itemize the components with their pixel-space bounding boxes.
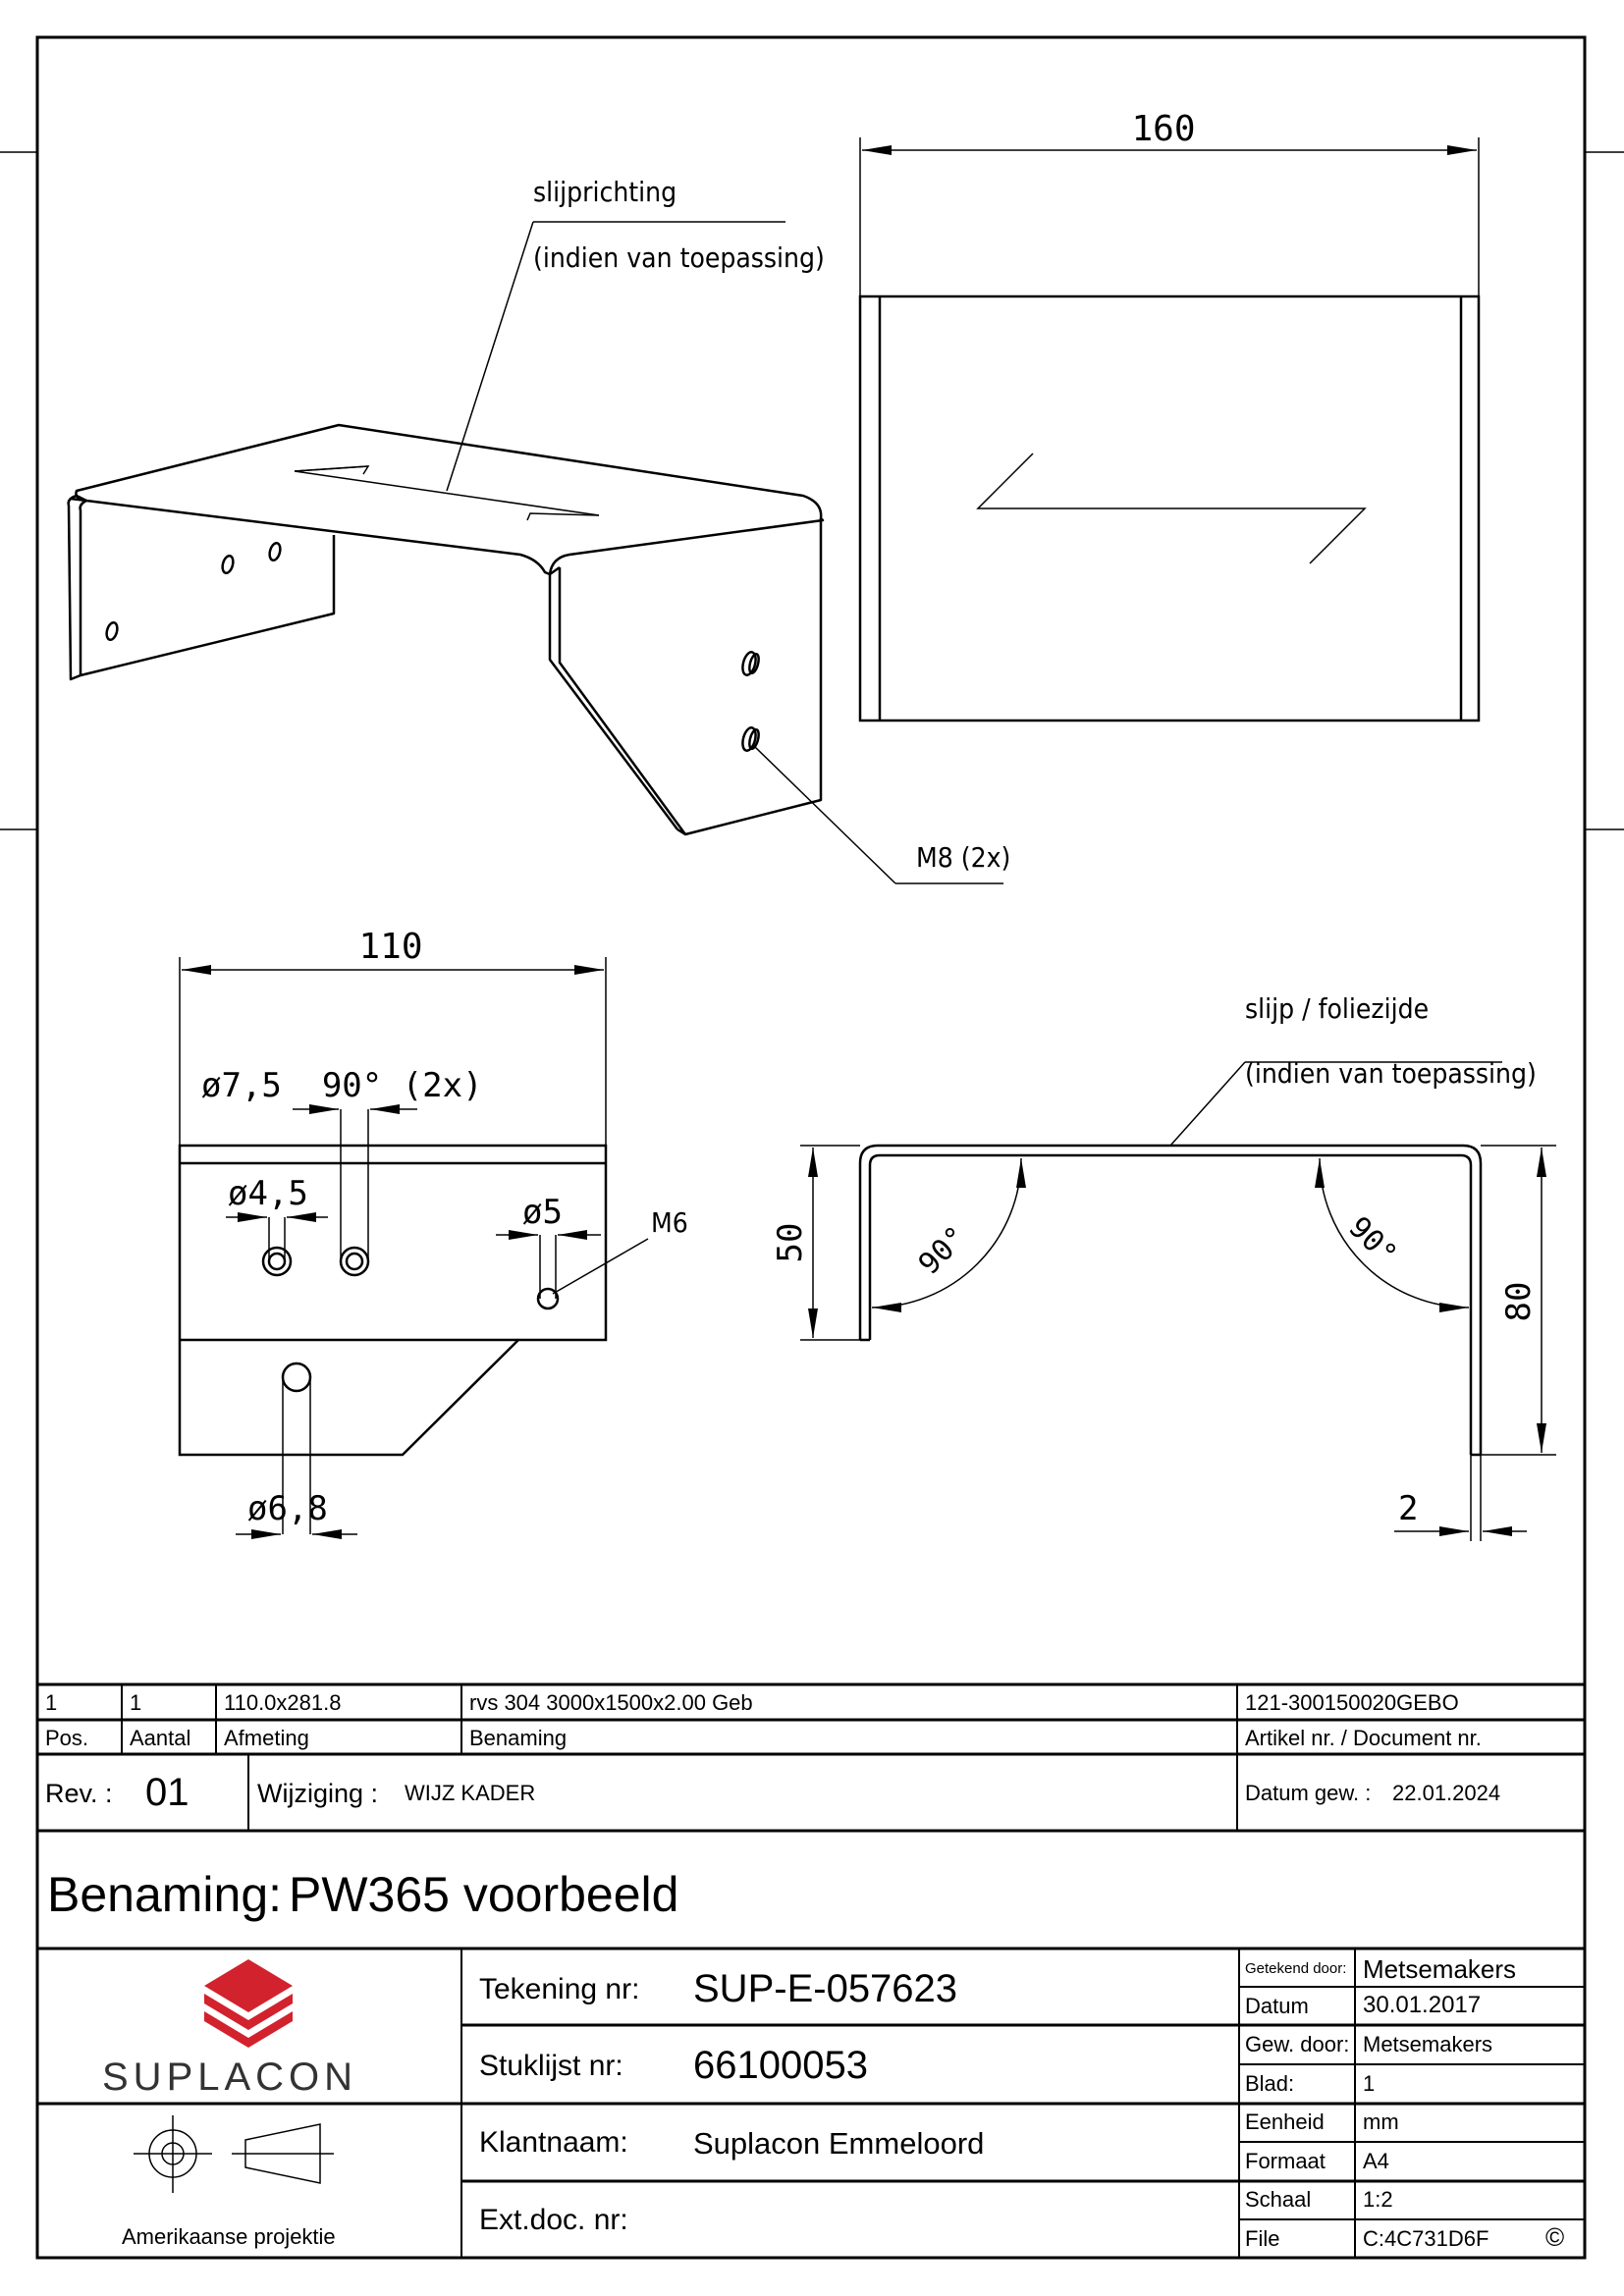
stuklijst-value: 66100053 (693, 2044, 868, 2087)
company-name: SUPLACON (102, 2056, 358, 2099)
iso-leaders (446, 221, 1003, 884)
top-view-grind-arrow (976, 453, 1367, 564)
title-label: Benaming: (47, 1867, 283, 1922)
side-dimensions (800, 1061, 1556, 1541)
front-note-countersink: ø7,5 90° (2x) (201, 1066, 483, 1105)
eenheid-value: mm (1363, 2109, 1399, 2134)
getekend-label: Getekend door: (1245, 1960, 1347, 1977)
isometric-view (67, 423, 825, 836)
front-dimensions (179, 957, 649, 1539)
copyright-icon: © (1545, 2222, 1565, 2252)
side-angle-left: 90° (912, 1220, 974, 1282)
side-label-indien: (indien van toepassing) (1245, 1057, 1537, 1090)
formaat-label: Formaat (1245, 2149, 1326, 2173)
top-dim-160-lines (859, 137, 1480, 296)
projection-symbol (134, 2115, 334, 2193)
tekening-label: Tekening nr: (479, 1973, 640, 2005)
projection-label: Amerikaanse projektie (122, 2224, 336, 2249)
side-dim-2: 2 (1398, 1489, 1418, 1528)
gew-door-value: Metsemakers (1363, 2032, 1493, 2056)
wijziging-value: WIJZ KADER (405, 1781, 536, 1805)
klant-value: Suplacon Emmeloord (693, 2126, 985, 2161)
iso-label-m8: M8 (2x) (916, 841, 1010, 874)
parts-header-afmeting: Afmeting (224, 1726, 309, 1750)
parts-header-benaming: Benaming (469, 1726, 568, 1750)
blad-label: Blad: (1245, 2071, 1295, 2096)
wijziging-label: Wijziging : (257, 1779, 379, 1808)
parts-row-benaming: rvs 304 3000x1500x2.00 Geb (469, 1690, 753, 1715)
side-dim-50: 50 (771, 1223, 810, 1263)
margin-ticks (0, 151, 1624, 830)
datum-gew-label: Datum gew. : (1245, 1781, 1372, 1805)
getekend-value: Metsemakers (1363, 1954, 1517, 1984)
top-view (858, 294, 1481, 722)
stuklijst-label: Stuklijst nr: (479, 2050, 623, 2082)
datum-value: 30.01.2017 (1363, 1992, 1482, 2018)
side-dim-80: 80 (1499, 1282, 1539, 1322)
datum-label: Datum (1245, 1994, 1309, 2018)
side-angle-right: 90° (1341, 1210, 1403, 1272)
title-block-grid (121, 1684, 1585, 2258)
front-dim-d68: ø6,8 (247, 1489, 328, 1528)
rev-label: Rev. : (45, 1779, 113, 1808)
iso-label-slijprichting: slijprichting (533, 176, 677, 208)
schaal-label: Schaal (1245, 2187, 1312, 2212)
parts-row-afmeting: 110.0x281.8 (224, 1690, 342, 1715)
klant-label: Klantnaam: (479, 2126, 628, 2159)
file-value: C:4C731D6F (1363, 2226, 1489, 2251)
front-dim-d45: ø4,5 (228, 1174, 308, 1213)
parts-row-pos: 1 (45, 1690, 58, 1715)
extdoc-label: Ext.doc. nr: (479, 2204, 628, 2236)
top-dim-160: 160 (1131, 109, 1195, 149)
parts-header-pos: Pos. (45, 1726, 89, 1750)
side-view (858, 1144, 1483, 1457)
front-dim-110: 110 (358, 927, 422, 967)
front-label-m6: M6 (651, 1206, 688, 1239)
parts-row-aantal: 1 (130, 1690, 142, 1715)
blad-value: 1 (1363, 2071, 1376, 2096)
eenheid-label: Eenheid (1245, 2109, 1325, 2134)
suplacon-logo (204, 1959, 293, 2048)
front-dim-d5: ø5 (522, 1193, 563, 1232)
iso-label-indien: (indien van toepassing) (533, 241, 825, 274)
rev-value: 01 (145, 1771, 189, 1814)
file-label: File (1245, 2226, 1280, 2251)
schaal-value: 1:2 (1363, 2187, 1393, 2212)
title-block-lines (37, 1682, 1585, 2183)
gew-door-label: Gew. door: (1245, 2032, 1350, 2056)
datum-gew-value: 22.01.2024 (1392, 1781, 1501, 1805)
parts-header-artikel: Artikel nr. / Document nr. (1245, 1726, 1482, 1750)
parts-header-aantal: Aantal (130, 1726, 191, 1750)
outer-frame (35, 35, 1587, 2260)
side-label-slijp: slijp / foliezijde (1245, 992, 1429, 1025)
parts-row-artikel: 121-300150020GEBO (1245, 1690, 1459, 1715)
grind-direction-arrow (294, 465, 600, 521)
formaat-value: A4 (1363, 2149, 1389, 2173)
tekening-value: SUP-E-057623 (693, 1967, 958, 2010)
title-value: PW365 voorbeeld (289, 1867, 679, 1922)
